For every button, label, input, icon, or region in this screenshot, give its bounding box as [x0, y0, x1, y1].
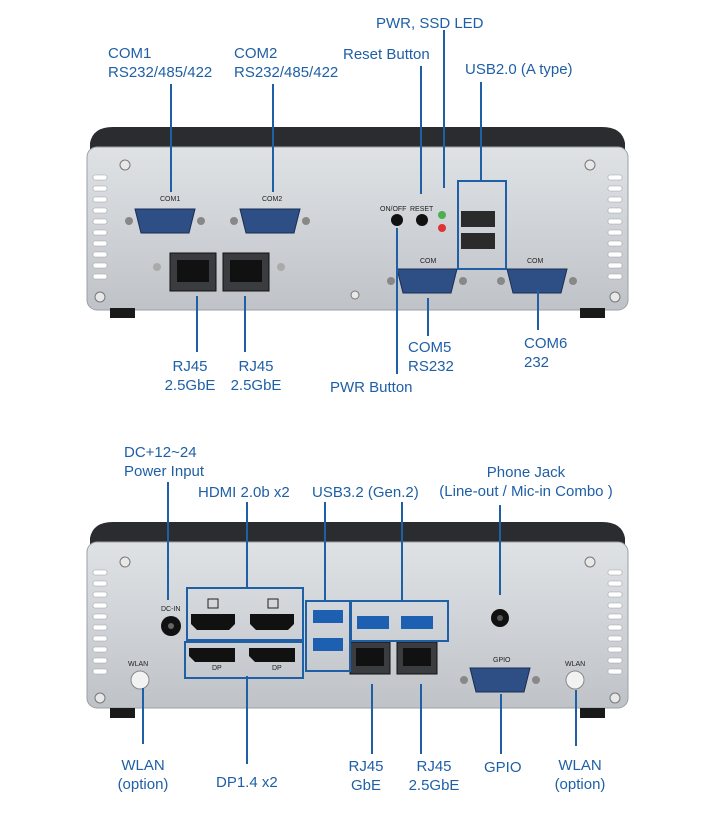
usb32-right-highlight-box: [350, 600, 449, 642]
com1-port: [125, 208, 205, 234]
leader-gpio: [500, 694, 502, 754]
leader-rj45-2: [244, 296, 246, 352]
leader-wlan-right: [575, 690, 577, 746]
leader-usb32-left: [324, 502, 326, 600]
leader-phone-jack: [499, 505, 501, 595]
leader-com1: [170, 84, 172, 192]
label-wlan-right: WLAN(option): [554, 757, 606, 793]
leader-reset: [420, 66, 422, 194]
leader-wlan-left: [142, 688, 144, 744]
wlan-antenna-right: [565, 670, 585, 690]
pwr-led: [438, 211, 446, 219]
usb20-port-1: [461, 211, 495, 227]
leader-hdmi: [246, 502, 248, 588]
com5-port: [387, 268, 467, 294]
usb32-port-2: [313, 638, 343, 651]
com2-port: [230, 208, 310, 234]
label-dp: DP1.4 x2: [216, 774, 278, 791]
label-pwr-button: PWR Button: [330, 379, 413, 396]
usb32-left-highlight-box: [305, 600, 351, 672]
panel-text-onoff: ON/OFF: [380, 206, 407, 213]
com6-port: [497, 268, 577, 294]
label-wlan-left: WLAN(option): [117, 757, 169, 793]
panel-text-reset: RESET: [410, 206, 434, 213]
label-phone-jack: Phone Jack(Line-out / Mic-in Combo ): [439, 464, 613, 500]
usb32-port-1: [313, 610, 343, 623]
leader-com5: [427, 298, 429, 336]
label-usb32: USB3.2 (Gen.2): [312, 484, 419, 501]
wlan-antenna-left: [130, 670, 150, 690]
leader-usb20: [480, 82, 482, 180]
panel-text-com2: COM2: [262, 196, 283, 203]
panel-text-com6: COM: [527, 258, 544, 265]
dp-port-2: [249, 648, 295, 662]
hdmi-port-1: [191, 614, 235, 630]
leader-rj45-25gbe: [420, 684, 422, 754]
usb20-highlight-box: [457, 180, 507, 270]
label-gpio: GPIO: [484, 759, 522, 776]
leader-dc-in: [167, 482, 169, 600]
hdmi-highlight-box: [186, 587, 304, 641]
panel-text-dcin: DC-IN: [161, 606, 181, 613]
label-pwr-ssd-led: PWR, SSD LED: [376, 15, 484, 32]
front-panel: [86, 127, 629, 318]
leader-rj45-gbe: [371, 684, 373, 754]
panel-text-wlan-right: WLAN: [565, 661, 586, 668]
label-usb20: USB2.0 (A type): [465, 61, 573, 78]
leader-pwr-button: [396, 228, 398, 374]
leader-led: [443, 30, 445, 188]
leader-dp: [246, 676, 248, 764]
leader-com2: [272, 84, 274, 192]
ssd-led: [438, 224, 446, 232]
panel-text-com5: COM: [420, 258, 437, 265]
panel-text-com1: COM1: [160, 196, 181, 203]
hdmi-port-2: [250, 614, 294, 630]
leader-com6: [537, 290, 539, 330]
label-hdmi: HDMI 2.0b x2: [198, 484, 290, 501]
panel-text-gpio: GPIO: [493, 657, 511, 664]
usb20-port-2: [461, 233, 495, 249]
reset-button-knob: [416, 214, 428, 226]
dp-highlight-box: [184, 641, 304, 679]
panel-text-dp-1: DP: [212, 665, 222, 672]
gpio-port: [460, 667, 540, 693]
power-button: [391, 214, 403, 226]
panel-text-wlan-left: WLAN: [128, 661, 149, 668]
panel-text-dp-2: DP: [272, 665, 282, 672]
rear-panel: [86, 522, 629, 718]
usb32-port-4: [401, 616, 433, 629]
dp-port-1: [189, 648, 235, 662]
leader-usb32-right: [401, 502, 403, 600]
usb32-port-3: [357, 616, 389, 629]
leader-rj45-1: [196, 296, 198, 352]
label-reset-button: Reset Button: [343, 46, 430, 63]
